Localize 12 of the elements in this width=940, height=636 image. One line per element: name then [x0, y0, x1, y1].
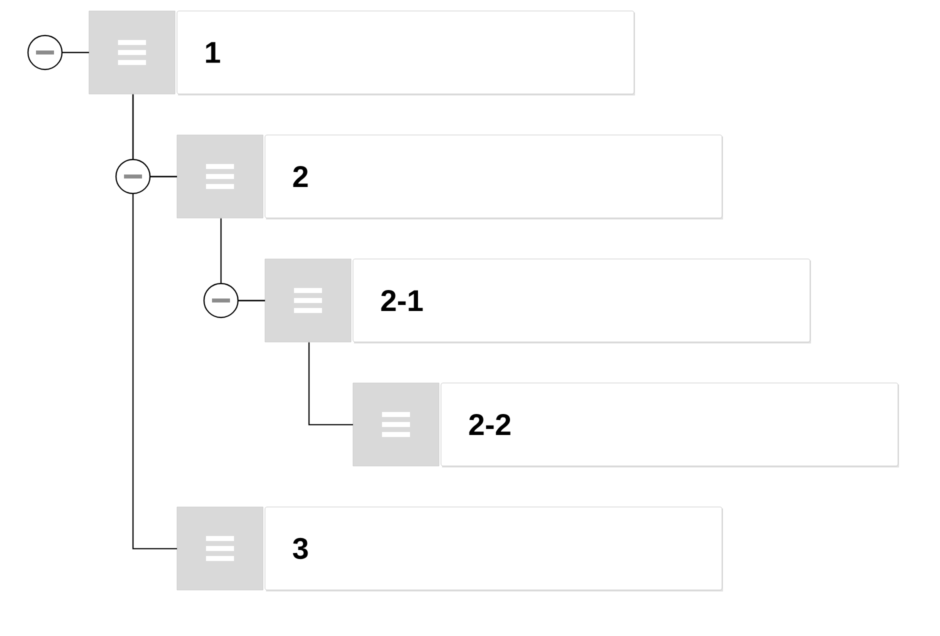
- item-box: 1: [176, 10, 635, 96]
- node-label: 2-1: [381, 290, 423, 311]
- node-label: 2-2: [469, 414, 510, 435]
- connector-line: [308, 342, 353, 426]
- node-label: 1: [206, 42, 220, 63]
- item-box: 2: [264, 134, 723, 220]
- item-box: 2-2: [440, 382, 899, 468]
- connector-line: [132, 94, 177, 550]
- item-box: 3: [264, 506, 723, 592]
- node-label: 3: [292, 538, 308, 560]
- node-label: 2: [293, 166, 308, 187]
- item-box: 2-1: [352, 258, 811, 344]
